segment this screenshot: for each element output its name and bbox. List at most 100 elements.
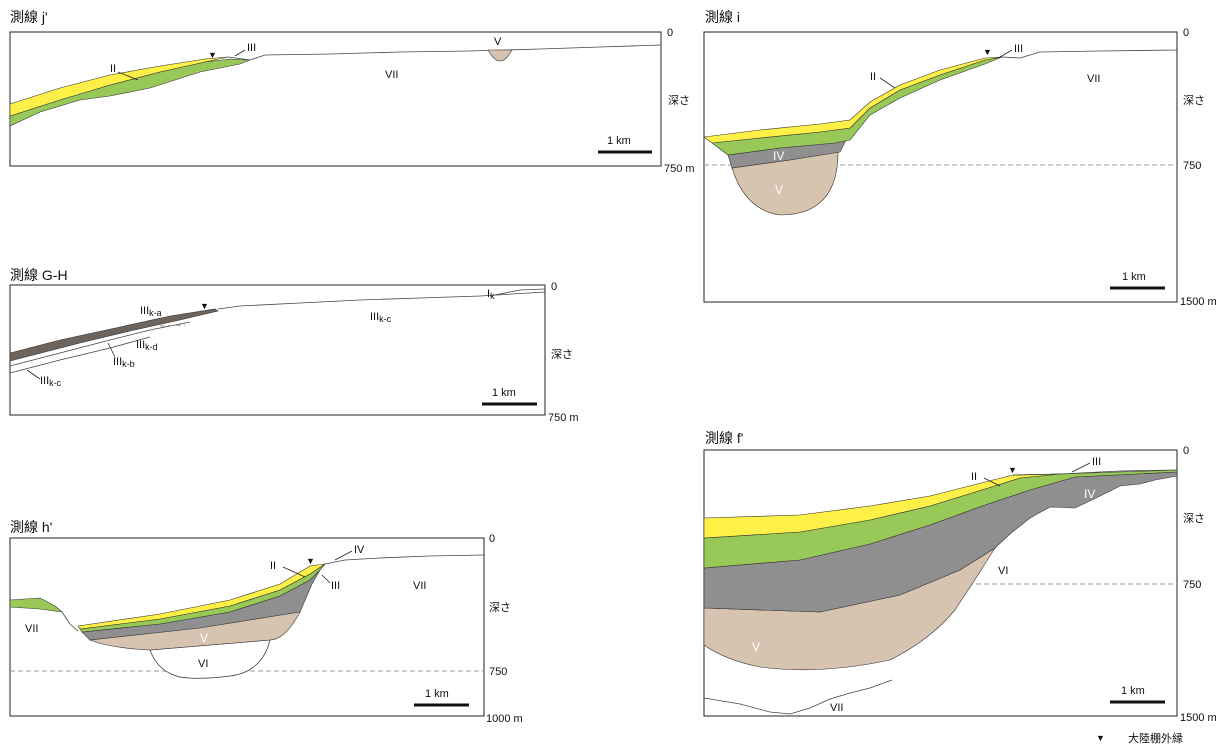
panel-j-depth-top: 0 <box>667 27 673 39</box>
panel-gh-leader-k-b <box>107 342 116 358</box>
panel-f-label-V: V <box>752 640 760 654</box>
panel-h-depth-bottom: 1000 m <box>486 713 523 725</box>
panel-j-depth-label: 深さ <box>668 94 690 107</box>
panel-i-label-V: V <box>775 183 783 197</box>
panel-i-depth-mid: 750 <box>1183 160 1201 172</box>
panel-i-leader-II <box>879 77 896 89</box>
panel-f-label-VII: VII <box>830 702 843 714</box>
panel-j-leader-II <box>117 71 139 81</box>
panel-gh-frame <box>9 284 546 416</box>
panel-gh-label-III-k-d: IIIk-d <box>136 339 158 352</box>
panel-f-unit-V <box>703 547 996 671</box>
panel-h-label-V: V <box>200 631 208 645</box>
panel-i-seafloor <box>1001 49 1178 59</box>
panel-f-shelf-marker: ▼ <box>1008 465 1017 475</box>
panel-gh-title: 測線 G-H <box>10 267 68 283</box>
panel-j-frame <box>9 31 662 167</box>
panel-f-unit-II <box>703 473 1061 539</box>
panel-j-label-III: III <box>247 42 256 54</box>
legend-shelf-marker-icon: ▼ <box>1096 733 1105 743</box>
panel-i: 測線 i ▼ III II IV V VII 1 km 0 深さ 750 150… <box>703 9 1217 308</box>
panel-j-shelf-marker: ▼ <box>208 50 217 60</box>
panel-f-depth-bottom: 1500 m <box>1180 712 1217 724</box>
panel-f-leader-III <box>1071 462 1091 473</box>
panel-i-leader-III <box>999 49 1013 58</box>
panel-j-scale-label: 1 km <box>607 135 631 147</box>
panel-gh-depth-bottom: 750 m <box>548 412 579 424</box>
panel-f-depth-label: 深さ <box>1183 512 1205 525</box>
panel-f-unit-VII-top <box>703 679 893 715</box>
panel-h-unit-VI <box>149 639 271 679</box>
panel-gh-reflector-k-b <box>9 321 191 367</box>
panel-h-label-VI: VI <box>198 658 208 670</box>
panel-j-leader-III <box>234 49 246 57</box>
panel-j-title: 測線 j' <box>10 9 48 25</box>
panel-f-label-IV: IV <box>1084 487 1095 501</box>
panel-gh-unit-III-k-a <box>9 308 219 362</box>
panel-gh-seafloor <box>217 291 546 310</box>
panel-i-depth-bottom: 1500 m <box>1180 296 1217 308</box>
panel-f-seafloor <box>1012 469 1178 476</box>
panel-h-frame <box>9 537 485 717</box>
panel-i-depth-top: 0 <box>1183 27 1189 39</box>
panel-j-unit-V <box>487 49 513 62</box>
panel-gh: 測線 G-H ▼ IIIk-a IIIk-d IIIk-b IIIk-c III… <box>9 267 579 424</box>
panel-i-title: 測線 i <box>705 9 740 25</box>
panel-f-label-VI: VI <box>998 565 1008 577</box>
panel-h-seafloor-left <box>61 611 79 632</box>
panel-h-title: 測線 h' <box>10 519 52 535</box>
panel-h-label-VII-left: VII <box>25 623 38 635</box>
panel-f-depth-top: 0 <box>1183 445 1189 457</box>
panel-j-seafloor <box>227 44 662 61</box>
panel-gh-depth-label: 深さ <box>551 348 573 361</box>
panel-gh-depth-top: 0 <box>551 281 557 293</box>
panel-gh-label-III-k-b: IIIk-b <box>113 356 135 369</box>
panel-gh-label-III-k-c: IIIk-c <box>370 311 392 324</box>
panel-f-title: 測線 f' <box>705 430 743 446</box>
panel-f-label-III: III <box>1092 456 1101 468</box>
panel-h-unit-III-left <box>9 597 63 613</box>
panel-h-leader-III <box>321 574 331 584</box>
panel-i-label-II: II <box>870 71 876 83</box>
panel-h: 測線 h' ▼ II III IV V VI VII VII 1 km 0 深さ… <box>9 519 523 725</box>
panel-h-label-III: III <box>331 580 340 592</box>
panel-i-frame <box>703 31 1178 303</box>
panel-j-unit-II <box>9 56 229 117</box>
panel-h-depth-top: 0 <box>489 533 495 545</box>
panel-h-depth-mid: 750 <box>489 666 507 678</box>
panel-f-leader-II <box>983 477 1001 487</box>
panel-h-leader-IV <box>334 550 353 561</box>
legend-label: 大陸棚外縁 <box>1128 731 1183 745</box>
panel-h-label-VII: VII <box>413 580 426 592</box>
panel-f-label-II: II <box>971 471 977 483</box>
panel-i-label-III: III <box>1014 43 1023 55</box>
panel-i-label-IV: IV <box>773 149 784 163</box>
panel-gh-label-I-k: Ik <box>487 288 495 301</box>
panel-h-seafloor <box>324 554 485 565</box>
panel-j-depth-bottom: 750 m <box>664 163 695 175</box>
panel-i-unit-II <box>703 56 1003 144</box>
panel-h-leader-II <box>282 566 306 578</box>
panel-i-unit-V <box>731 151 839 216</box>
panel-i-scale-label: 1 km <box>1122 271 1146 283</box>
panel-j-label-VII: VII <box>385 69 398 81</box>
panel-h-label-II: II <box>270 560 276 572</box>
panel-gh-label-III-k-a: IIIk-a <box>140 305 162 318</box>
panel-gh-reflector-k-d <box>159 324 186 327</box>
panel-h-label-IV: IV <box>354 544 365 556</box>
panel-f-scale-label: 1 km <box>1121 685 1145 697</box>
panel-j-label-II: II <box>110 63 116 75</box>
panel-gh-leader-k-c <box>26 369 41 380</box>
panel-i-label-VII: VII <box>1087 73 1100 85</box>
panel-j-label-V: V <box>494 36 502 48</box>
panel-h-unit-V <box>88 611 301 651</box>
panel-j: 測線 j' ▼ II III V VII 1 km 0 深さ 750 m <box>9 9 695 175</box>
panel-h-unit-II <box>77 563 326 630</box>
panel-i-depth-label: 深さ <box>1183 94 1205 107</box>
panel-gh-shelf-marker: ▼ <box>200 301 209 311</box>
panel-f: 測線 f' ▼ II III IV VI V VII 1 km 0 深さ 750… <box>703 430 1217 724</box>
panel-gh-label-III-k-c-left: IIIk-c <box>40 375 62 388</box>
panel-gh-unit-I-k <box>494 288 546 296</box>
legend: ▼ 大陸棚外縁 <box>1096 731 1183 745</box>
